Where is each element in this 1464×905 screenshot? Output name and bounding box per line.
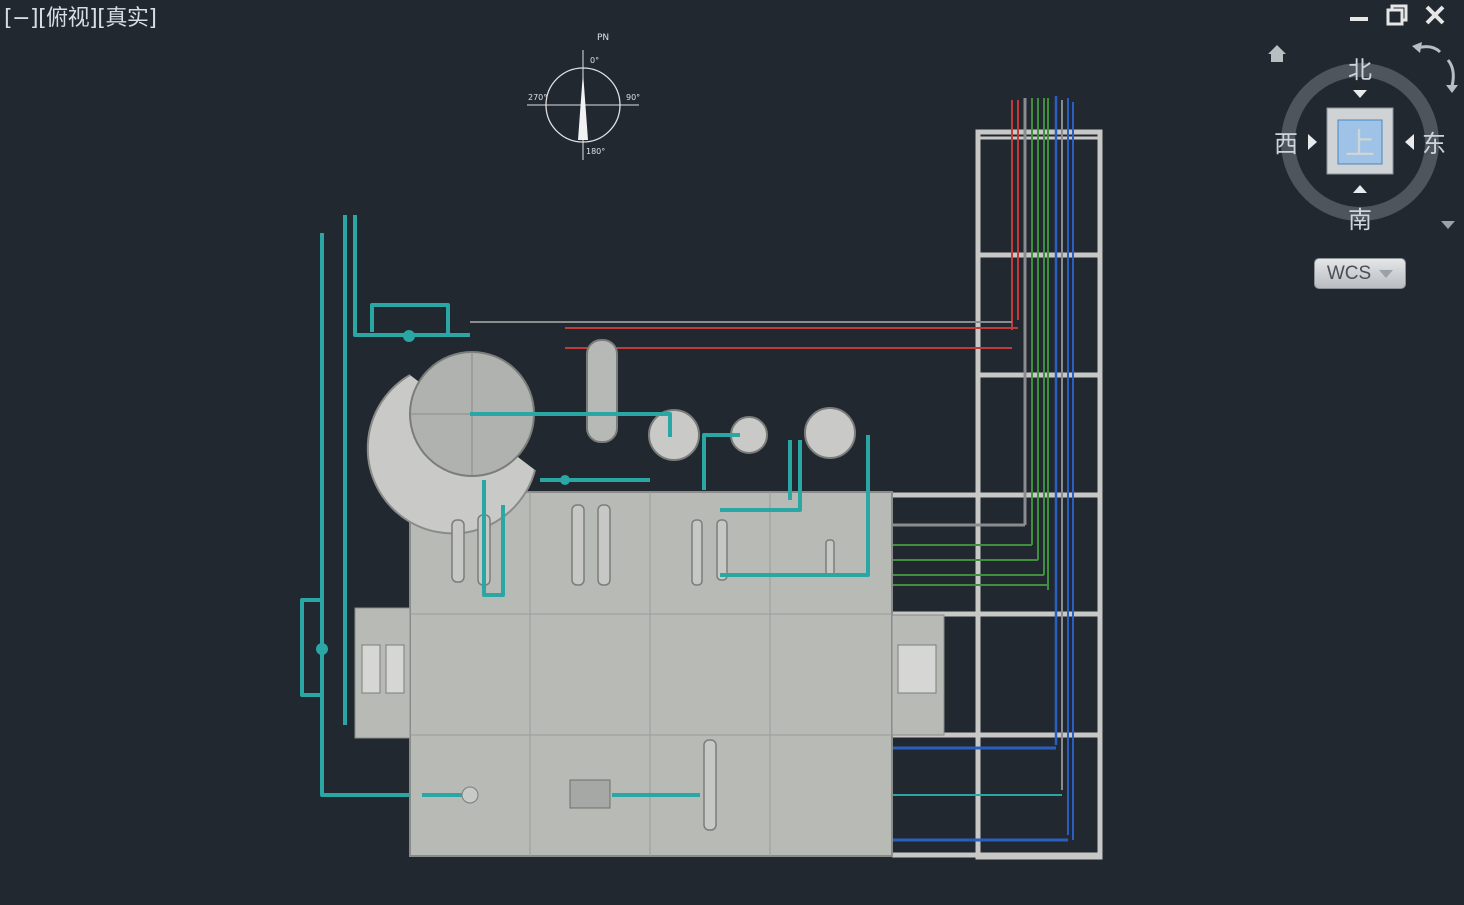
close-icon[interactable]	[1424, 4, 1446, 26]
compass-south[interactable]: 南	[1348, 206, 1372, 234]
compass-east[interactable]: 东	[1422, 130, 1446, 158]
compass-north[interactable]: 北	[1348, 56, 1372, 84]
window-controls	[1348, 4, 1446, 26]
pipe-bundle	[1011, 96, 1074, 840]
equipment-skid	[354, 491, 945, 857]
valves	[316, 330, 570, 804]
viewcube[interactable]: 上 北 南 东 西	[1262, 38, 1462, 248]
viewport-label[interactable]: [−][俯视][真实]	[4, 6, 157, 31]
process-piping	[300, 215, 870, 797]
viewcube-face[interactable]: 上	[1345, 127, 1375, 162]
north-indicator-label: PN	[597, 33, 609, 43]
restore-icon[interactable]	[1386, 4, 1408, 26]
compass-west[interactable]: 西	[1274, 130, 1298, 158]
horizontal-vessel	[366, 351, 536, 535]
angle-270: 270°	[528, 93, 547, 102]
heat-exchangers	[451, 504, 835, 831]
angle-90: 90°	[626, 93, 640, 102]
viewcube-menu-icon[interactable]	[1441, 221, 1455, 229]
rotate-arrows-icon[interactable]	[1412, 42, 1458, 93]
wcs-label: WCS	[1326, 262, 1372, 284]
minimize-icon[interactable]	[1348, 4, 1370, 26]
chevron-down-icon	[1379, 269, 1394, 278]
angle-0: 0°	[590, 56, 599, 65]
home-icon[interactable]	[1268, 45, 1286, 62]
wcs-menu-button[interactable]: WCS	[1314, 258, 1406, 289]
angle-180: 180°	[586, 147, 605, 156]
north-indicator: PN 0° 90° 180° 270°	[527, 33, 640, 160]
vertical-tank	[586, 339, 618, 443]
pumps	[648, 407, 856, 461]
